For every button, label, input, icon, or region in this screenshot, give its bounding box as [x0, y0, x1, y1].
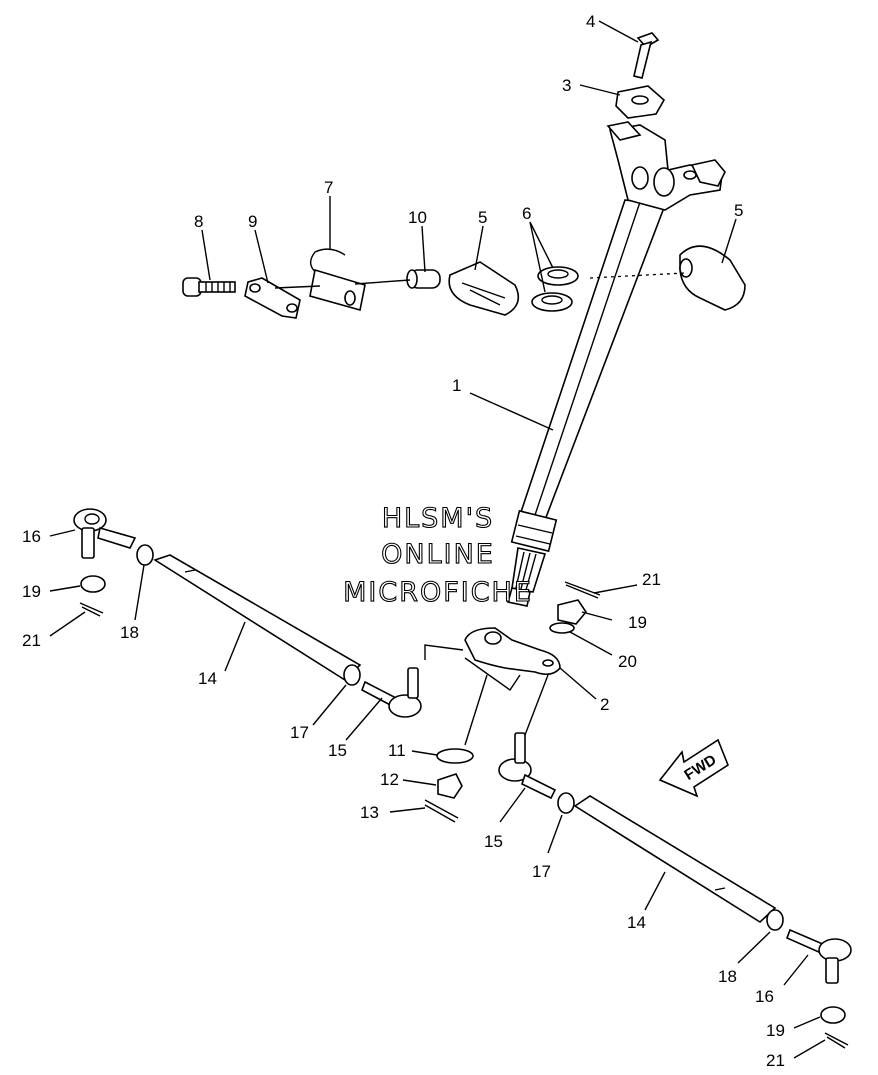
callout-17-left: 17 — [290, 723, 309, 742]
callout-19-left: 19 — [22, 582, 41, 601]
tie-rod-part-14-left — [153, 554, 362, 682]
callout-6: 6 — [522, 204, 531, 223]
callout-21-upper: 21 — [642, 570, 661, 589]
bolt-part-8 — [182, 277, 236, 297]
callout-12: 12 — [380, 770, 399, 789]
tie-rod-part-14-right — [573, 795, 777, 924]
collar-part-10 — [406, 269, 441, 289]
callout-2: 2 — [600, 695, 609, 714]
callout-8: 8 — [194, 212, 203, 231]
watermark-line-1: HLSM'S — [382, 503, 494, 534]
callout-4: 4 — [586, 12, 595, 31]
nut-part-17-left — [343, 664, 361, 686]
callout-10: 10 — [408, 208, 427, 227]
washers-part-6 — [531, 266, 579, 312]
nut-part-18-right — [766, 909, 784, 931]
nut-part-17-right — [557, 792, 575, 814]
tie-rod-end-part-15-left — [361, 667, 422, 718]
callout-labels: 4 3 5 7 8 9 10 5 6 1 16 19 21 18 14 17 1… — [22, 12, 785, 1070]
callout-17-right: 17 — [532, 862, 551, 881]
callout-19-upper: 19 — [628, 613, 647, 632]
bracket-part-7 — [309, 248, 366, 312]
cotter-pin-part-21-left — [79, 602, 104, 617]
watermark-line-3: MICROFICHE — [343, 577, 533, 608]
tie-rod-end-part-16-left — [73, 508, 137, 559]
callout-16-right: 16 — [755, 987, 774, 1006]
callout-15-left: 15 — [328, 741, 347, 760]
clamp-part-3 — [615, 85, 666, 119]
cotter-pin-part-13 — [424, 799, 459, 823]
watermark: HLSM'S ONLINE MICROFICHE — [343, 502, 533, 608]
washer-part-20 — [549, 622, 575, 634]
callout-11: 11 — [388, 741, 406, 760]
callout-18-left: 18 — [120, 623, 139, 642]
fwd-direction-arrow: FWD — [658, 738, 729, 798]
cotter-pin-part-21-upper — [564, 581, 601, 599]
nut-part-19-left — [80, 575, 106, 593]
callout-16-left: 16 — [22, 527, 41, 546]
column-top-bracket — [606, 121, 726, 211]
nut-part-12 — [437, 773, 463, 799]
callout-14-left: 14 — [198, 669, 217, 688]
bushing-holder-part-5-right — [679, 245, 746, 311]
callout-5-right: 5 — [734, 201, 743, 220]
watermark-line-2: ONLINE — [381, 539, 495, 570]
tie-rod-end-part-15-right — [498, 732, 557, 800]
steering-column — [506, 199, 667, 607]
tie-rod-end-part-16-right — [785, 928, 852, 984]
callout-5-left: 5 — [478, 208, 487, 227]
nut-part-19-upper — [557, 599, 587, 625]
lock-plate-part-9 — [244, 277, 301, 319]
nut-part-18-left — [136, 544, 154, 566]
bolt-part-4 — [633, 32, 660, 79]
callout-19-right: 19 — [766, 1021, 785, 1040]
callout-18-right: 18 — [718, 967, 737, 986]
callout-7: 7 — [324, 178, 333, 197]
callout-20: 20 — [618, 652, 637, 671]
callout-15-right: 15 — [484, 832, 503, 851]
callout-9: 9 — [248, 212, 257, 231]
callout-1: 1 — [452, 376, 461, 395]
callout-21-left: 21 — [22, 631, 41, 650]
bushing-holder-part-5-left — [448, 261, 520, 316]
cotter-pin-part-21-right — [824, 1032, 849, 1049]
callout-21-right: 21 — [766, 1051, 785, 1070]
callout-3: 3 — [562, 76, 571, 95]
leader-lines — [49, 20, 826, 1059]
washer-part-11 — [436, 748, 474, 764]
nut-part-19-right — [820, 1006, 846, 1024]
callout-13: 13 — [360, 803, 379, 822]
callout-14-right: 14 — [627, 913, 646, 932]
